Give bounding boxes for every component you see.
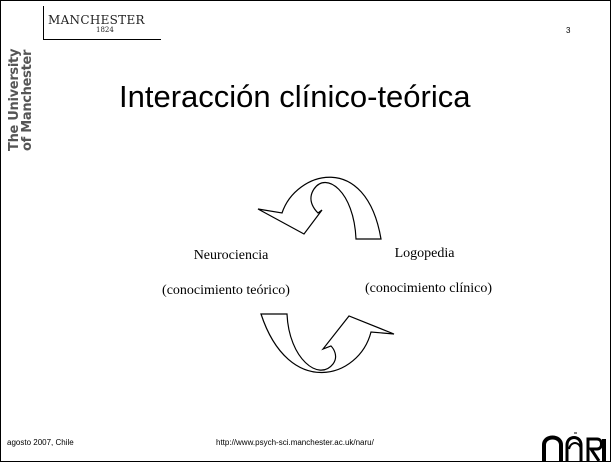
university-side-line2: of Manchester [20, 49, 35, 151]
top-cycle-arrow-icon [257, 176, 382, 240]
footer-date: agosto 2007, Chile [7, 438, 74, 447]
logo-vertical-rule [43, 6, 44, 40]
logopedia-sublabel: (conocimiento clínico) [364, 281, 493, 296]
slide-title: Interacción clínico-teórica [119, 79, 471, 114]
slide-number: 3 [566, 26, 571, 35]
logopedia-label: Logopedia [394, 246, 455, 261]
logopedia-block: Logopedia (conocimiento clínico) [346, 246, 511, 297]
neurociencia-label: Neurociencia [193, 248, 269, 263]
footer-url[interactable]: http://www.psych-sci.manchester.ac.uk/na… [216, 438, 374, 447]
naru-logo-icon [542, 432, 606, 461]
manchester-logo-year: 1824 [96, 26, 114, 34]
logo-horizontal-rule [43, 39, 161, 40]
university-side-label: The University of Manchester [7, 39, 36, 151]
neurociencia-block: Neurociencia (conocimiento teórico) [151, 248, 301, 299]
manchester-logo-name: MANCHESTER [48, 13, 145, 27]
bottom-cycle-arrow-icon [260, 313, 395, 373]
neurociencia-sublabel: (conocimiento teórico) [162, 283, 290, 298]
manchester-logo: MANCHESTER 1824 [48, 13, 163, 43]
